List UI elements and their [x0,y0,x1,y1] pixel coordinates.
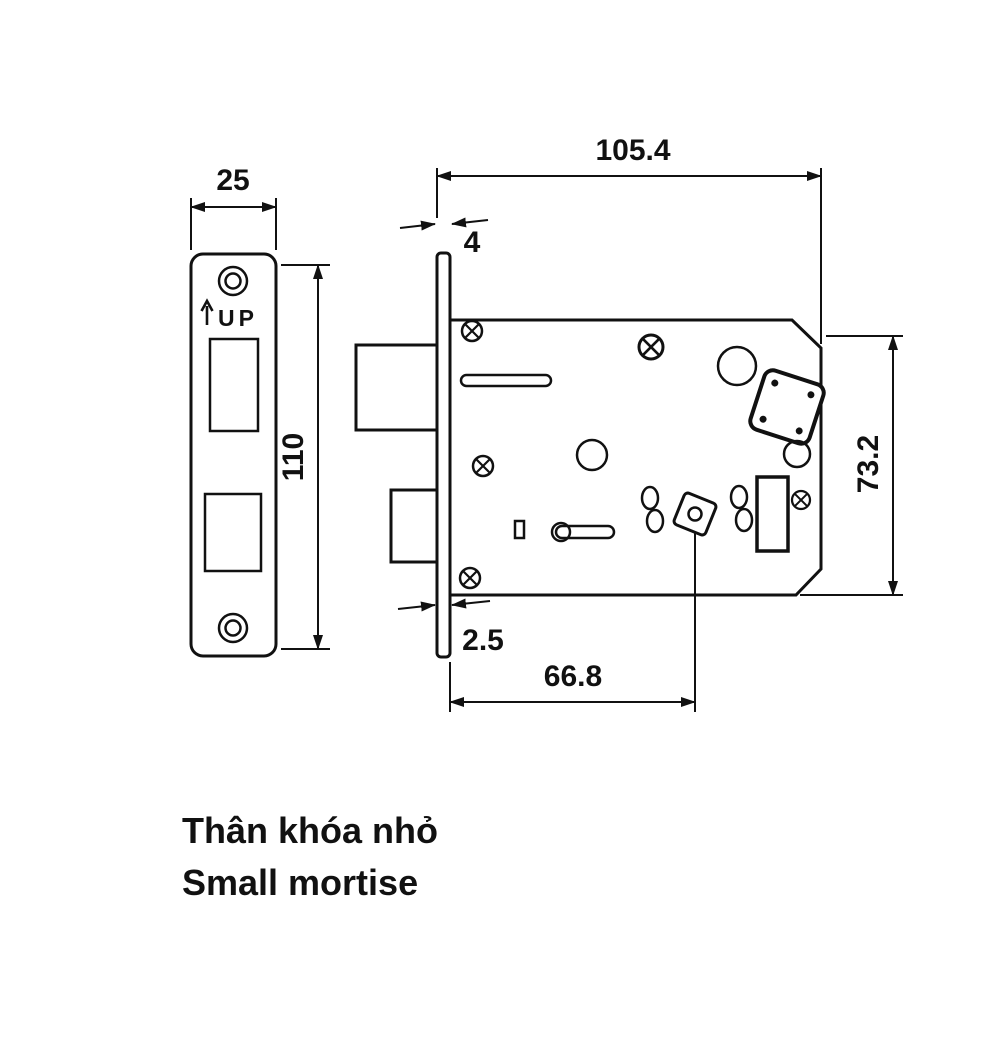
screw-hole-bottom-inner [224,619,242,637]
screw-icon [460,319,484,343]
dimension-edge-offset: 2.5 [397,598,504,657]
faceplate-front-view: UP [189,252,278,658]
dimension-body-height: 73.2 [800,335,903,596]
spring-coil [645,508,665,534]
spindle-center-hole [687,506,703,522]
screw-icon [458,566,482,590]
cylinder-hole [716,345,758,387]
dim-label-faceplate-height: 110 [277,433,310,481]
key-slot-hole [550,521,572,543]
screw-icon [471,454,495,478]
key-slot [550,521,616,543]
dimension-plate-thickness: 4 [399,217,489,259]
spring-right [729,484,754,533]
auxiliary-bolt [389,488,440,564]
leader-arrow [399,220,436,231]
handle-follower-hub [748,368,826,446]
spring-coil [734,507,754,533]
title-english: Small mortise [182,862,418,903]
spring-coil [640,485,660,511]
title-vietnamese: Thân khóa nhỏ [182,810,438,851]
hub-corner-dot [807,391,815,399]
dimension-faceplate-width: 25 [190,164,277,250]
leader-arrow [451,217,489,228]
dim-label-plate-thickness: 4 [464,226,481,259]
dimension-total-width: 105.4 [436,134,822,344]
dimension-backset: 66.8 [449,532,696,712]
up-label: UP [218,305,258,331]
spring-left [640,485,665,534]
spindle-follower [672,491,718,537]
side-hole [782,439,812,469]
spindle-square [672,491,718,537]
follower-hub-outline [748,368,826,446]
dimension-faceplate-height: 110 [277,264,330,650]
faceplate-outline [189,252,278,658]
screw-hole-bottom [217,612,249,644]
up-marking: UP [200,298,258,331]
latch-cutout [208,337,260,433]
dim-label-faceplate-width: 25 [216,164,249,197]
dim-label-edge-offset: 2.5 [462,624,504,657]
screw-icon [790,489,812,511]
center-hole [575,438,609,472]
lock-case-outline [448,318,823,597]
spring-coil [729,484,749,510]
hub-corner-dot [771,379,779,387]
drawing-title: Thân khóa nhỏ Small mortise [182,810,438,903]
screw-hole-top [217,265,249,297]
hub-corner-dot [759,415,767,423]
dim-label-body-height: 73.2 [852,435,885,493]
key-slot-body [554,524,616,540]
lock-body-side-view [354,251,826,659]
bolt-tail-block [755,475,790,553]
screw-hole-top-inner [224,272,242,290]
small-stop-block [513,519,526,540]
leader-arrow [397,601,436,612]
latch-bolt [354,343,440,432]
adjustment-slot [459,373,553,388]
faceplate-edge-view [435,251,452,659]
up-arrow-icon [200,298,214,325]
dim-label-backset: 66.8 [544,660,602,693]
dim-label-total-width: 105.4 [595,134,670,167]
hub-corner-dot [795,427,803,435]
screw-icon [637,333,665,361]
deadbolt-cutout [203,492,263,573]
leader-arrow [451,598,491,609]
